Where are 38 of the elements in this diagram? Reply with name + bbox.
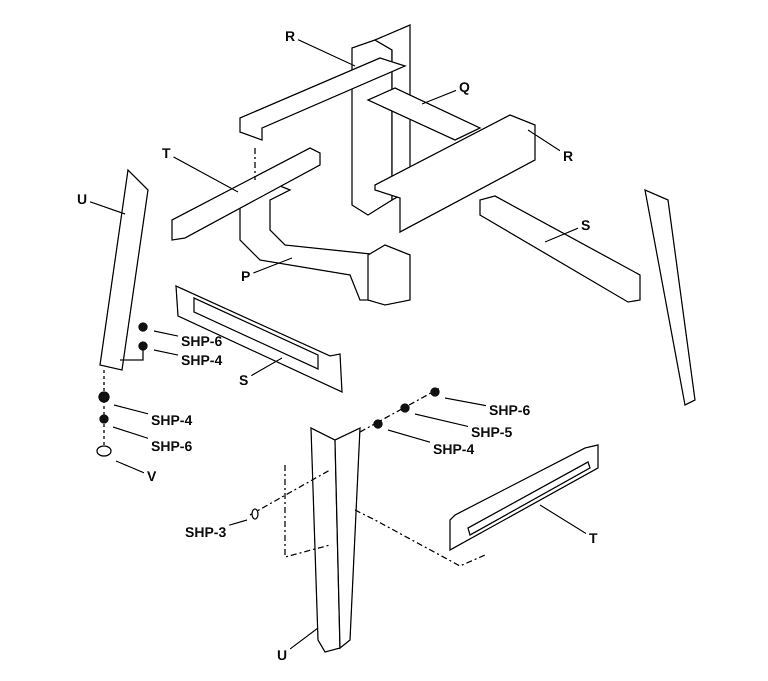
leader-line bbox=[290, 628, 318, 650]
leader-line bbox=[112, 426, 148, 439]
part-label: SHP-5 bbox=[470, 424, 514, 440]
part-label: S bbox=[238, 372, 250, 388]
part-label: T bbox=[161, 145, 172, 161]
part-label: SHP-6 bbox=[180, 333, 224, 349]
part-label: U bbox=[276, 647, 288, 663]
part-label: SHP-4 bbox=[432, 441, 476, 457]
leader-line bbox=[90, 201, 126, 215]
part-label: U bbox=[76, 191, 88, 207]
leader-line bbox=[444, 397, 486, 406]
leader-line bbox=[173, 156, 238, 193]
leader-line bbox=[154, 349, 178, 356]
leader-line bbox=[114, 404, 148, 414]
part-label: P bbox=[240, 268, 252, 284]
leader-line bbox=[154, 330, 178, 337]
part-label: SHP-4 bbox=[180, 352, 224, 368]
part-label: R bbox=[284, 28, 296, 44]
leader-line bbox=[388, 429, 430, 443]
leader-line bbox=[422, 90, 456, 105]
leader-line bbox=[251, 357, 282, 376]
leader-line bbox=[298, 39, 356, 67]
part-label: SHP-3 bbox=[184, 524, 228, 540]
part-label: T bbox=[588, 530, 599, 546]
leader-line bbox=[528, 130, 560, 152]
leader-line bbox=[253, 257, 292, 274]
part-label: Q bbox=[458, 79, 471, 95]
leader-line bbox=[414, 413, 468, 428]
leader-line bbox=[544, 228, 578, 243]
leader-line bbox=[229, 519, 248, 526]
part-label: SHP-6 bbox=[488, 402, 532, 418]
leader-line bbox=[116, 460, 144, 474]
part-label: SHP-4 bbox=[150, 412, 194, 428]
part-label: V bbox=[146, 468, 158, 484]
part-label: R bbox=[562, 148, 574, 164]
leader-line bbox=[540, 504, 586, 534]
part-label: S bbox=[580, 217, 592, 233]
part-label: SHP-6 bbox=[150, 438, 194, 454]
